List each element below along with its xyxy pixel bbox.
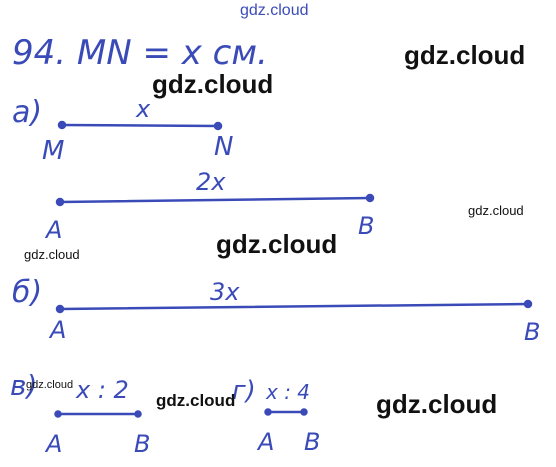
point-b-2x-label: B: [358, 212, 375, 240]
watermark-right-small: gdz.cloud: [468, 203, 524, 218]
problem-header: 94. MN = x см.: [12, 33, 268, 73]
segment-ab-2x: [58, 196, 372, 204]
watermark-top: gdz.cloud: [240, 2, 309, 19]
segment-ab-3x: [58, 302, 530, 311]
part-g-label: г): [232, 376, 256, 406]
watermark-part-v-right: gdz.cloud: [156, 391, 236, 410]
watermark-part-a: gdz.cloud: [152, 69, 274, 99]
watermark-header-right: gdz.cloud: [404, 40, 526, 70]
watermark-middle: gdz.cloud: [216, 229, 338, 259]
point-a-half-label: A: [46, 430, 63, 458]
point-a-quarter-label: A: [258, 428, 275, 456]
segment-mn-length-label: x: [136, 95, 151, 123]
segment-ab-half-length-label: x : 2: [76, 376, 129, 404]
point-b-3x-label: B: [524, 318, 541, 346]
part-a-label: а): [12, 95, 43, 130]
watermark-left-small: gdz.cloud: [24, 247, 80, 262]
point-b-half-label: B: [134, 430, 151, 458]
point-a-3x-label: A: [50, 316, 67, 344]
point-a-2x: [55, 197, 65, 207]
segment-ab-quarter-length-label: x : 4: [266, 380, 311, 404]
segment-ab-3x-length-label: 3x: [210, 278, 240, 306]
watermark-part-v-small: gdz.cloud: [26, 379, 74, 391]
point-b-quarter: [300, 408, 308, 416]
part-b-label: б): [12, 275, 43, 310]
point-b-2x: [365, 193, 375, 203]
point-m-label: M: [42, 136, 65, 166]
watermark-bottom-right: gdz.cloud: [376, 389, 498, 419]
point-m: [57, 120, 67, 130]
point-a-2x-label: A: [46, 216, 63, 244]
point-a-half: [54, 410, 62, 418]
point-b-half: [134, 410, 142, 418]
point-b-3x: [523, 299, 533, 309]
segment-ab-2x-length-label: 2x: [196, 168, 226, 196]
point-a-quarter: [264, 408, 272, 416]
point-n-label: N: [214, 132, 234, 162]
part-v-label: в): [10, 369, 38, 402]
segment-mn: [60, 123, 220, 128]
point-n: [213, 121, 223, 131]
point-a-3x: [55, 304, 65, 314]
point-b-quarter-label: B: [304, 428, 321, 456]
